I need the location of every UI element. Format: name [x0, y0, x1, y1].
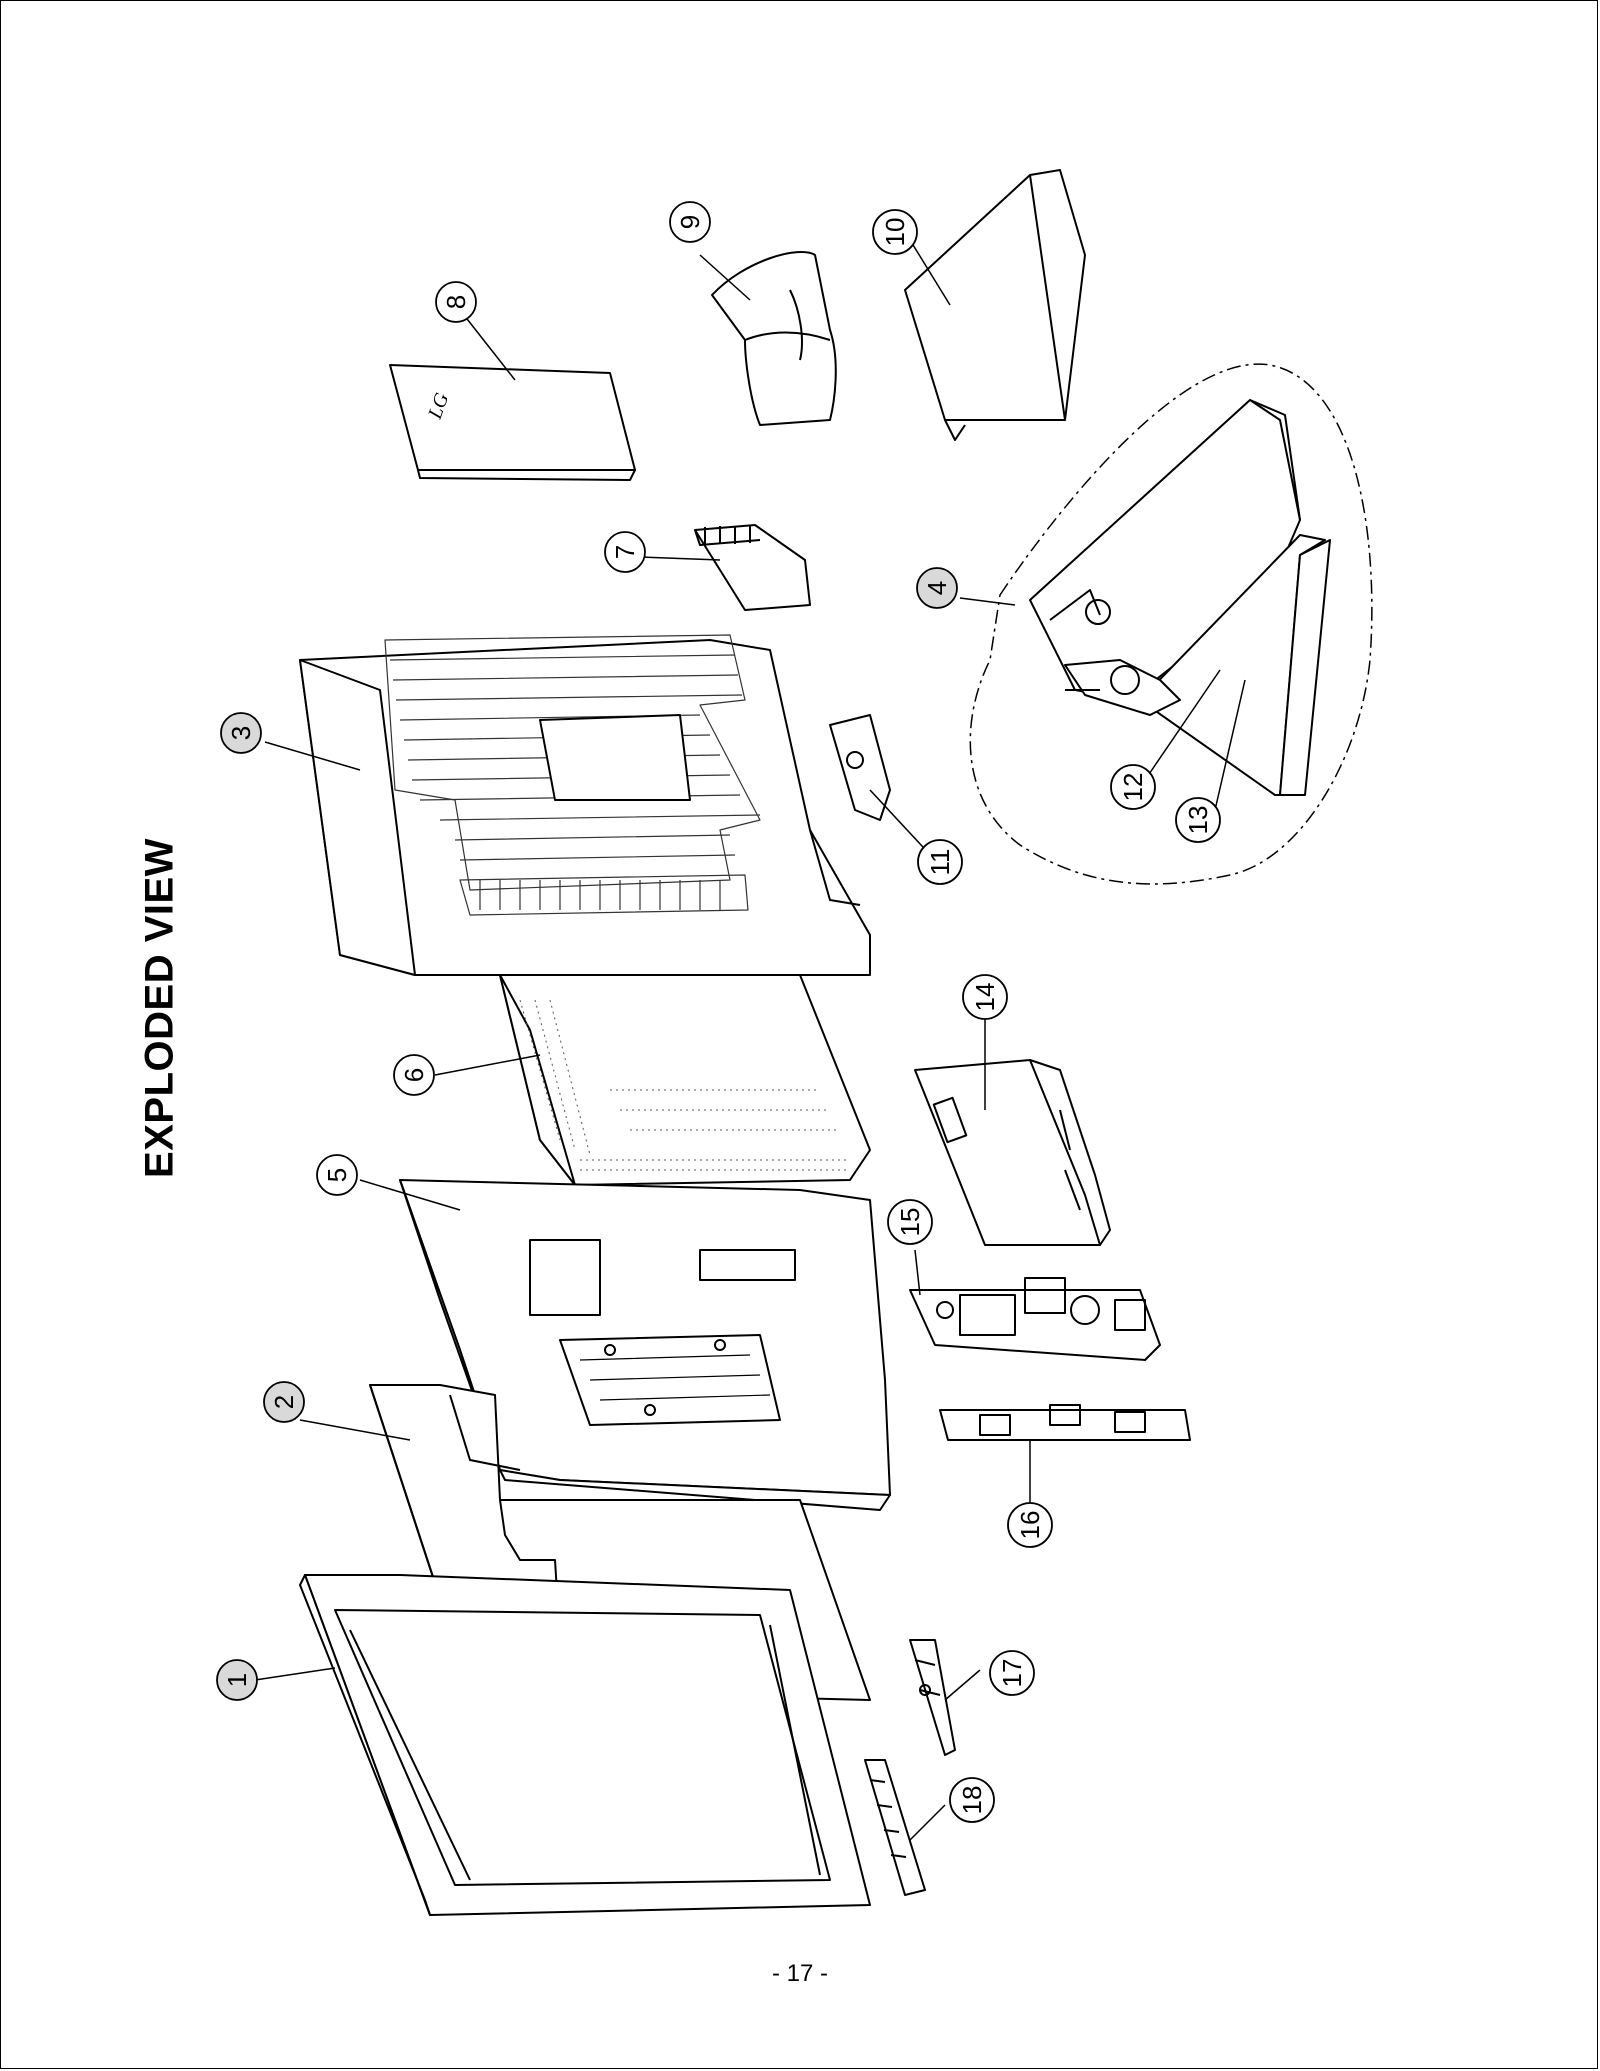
- callout-3: 3: [220, 712, 262, 754]
- callout-2: 2: [263, 1381, 305, 1423]
- callout-5: 5: [316, 1154, 358, 1196]
- callout-1: 1: [216, 1659, 258, 1701]
- callout-7: 7: [604, 531, 646, 573]
- svg-text:12: 12: [1118, 773, 1148, 802]
- svg-text:18: 18: [957, 1786, 987, 1815]
- page-number: - 17 -: [771, 1960, 828, 1987]
- leader-lines: [254, 239, 1246, 1841]
- svg-text:4: 4: [922, 581, 952, 595]
- svg-text:16: 16: [1015, 1511, 1045, 1540]
- svg-text:1: 1: [222, 1673, 252, 1687]
- part-6-shield: [499, 974, 871, 1186]
- callout-14: 14: [962, 974, 1008, 1020]
- part-14-main-board: [914, 1059, 1111, 1246]
- svg-text:9: 9: [675, 215, 705, 229]
- part-1-front-bezel: [299, 1574, 871, 1916]
- callout-12: 12: [1110, 764, 1156, 810]
- svg-text:7: 7: [610, 545, 640, 559]
- svg-text:6: 6: [399, 1068, 429, 1082]
- part-15-power-board: [909, 1277, 1161, 1361]
- part-7-bracket: [694, 524, 811, 611]
- part-11-hinge-clip: [829, 714, 891, 821]
- part-17-small-board: [909, 1639, 956, 1756]
- svg-text:2: 2: [269, 1395, 299, 1409]
- part-18-control-keys: [864, 1759, 926, 1896]
- svg-text:8: 8: [441, 295, 471, 309]
- part-16-inverter-board: [939, 1404, 1191, 1441]
- svg-text:17: 17: [997, 1659, 1027, 1688]
- callout-15: 15: [887, 1199, 933, 1245]
- svg-text:10: 10: [880, 218, 910, 247]
- svg-text:11: 11: [925, 849, 955, 876]
- callout-13: 13: [1175, 797, 1221, 843]
- callout-9: 9: [669, 201, 711, 243]
- svg-text:5: 5: [322, 1168, 352, 1182]
- callout-11: 11: [917, 839, 963, 885]
- callout-4: 4: [916, 567, 958, 609]
- callout-10: 10: [872, 209, 918, 255]
- part-9-stand-cover: [711, 251, 837, 426]
- callout-18: 18: [949, 1777, 995, 1823]
- part-10-bracket: [904, 169, 1086, 441]
- part-8-cover: LG: [389, 364, 636, 481]
- callout-6: 6: [393, 1054, 435, 1096]
- svg-text:15: 15: [895, 1208, 925, 1237]
- svg-text:13: 13: [1183, 806, 1213, 835]
- callout-16: 16: [1007, 1502, 1053, 1548]
- part-4-stand-assembly: [969, 363, 1373, 885]
- callout-8: 8: [435, 281, 477, 323]
- svg-text:14: 14: [970, 983, 1000, 1012]
- part-3-back-cover: [299, 634, 871, 976]
- svg-text:3: 3: [226, 726, 256, 740]
- callout-17: 17: [989, 1650, 1035, 1696]
